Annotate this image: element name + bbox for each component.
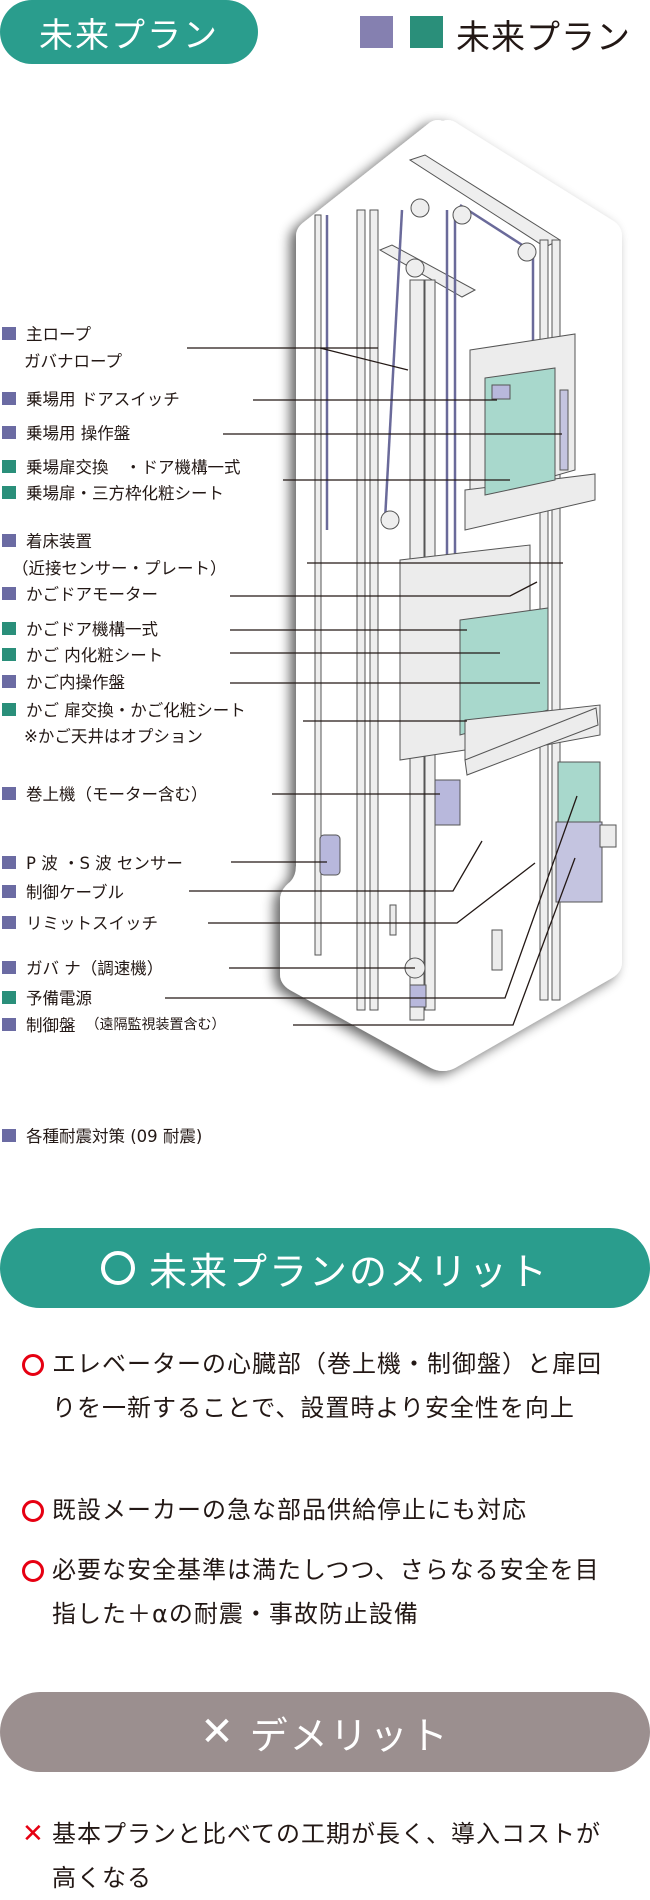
component-label: （近接センサー・プレート） — [12, 559, 227, 578]
leader-lines — [165, 347, 578, 1026]
component-label: 主ロープ — [0, 322, 91, 344]
plan-title: 未来プラン — [39, 15, 219, 56]
component-label: P 波 ・S 波 センサー — [0, 851, 183, 873]
green-marker-icon — [2, 990, 16, 1004]
elevator-diagram — [165, 120, 622, 1071]
purple-marker-icon — [2, 1128, 16, 1142]
circle-icon — [100, 1251, 135, 1285]
purple-marker-icon — [2, 674, 16, 688]
component-label: ガバナロープ — [24, 352, 123, 371]
component-label: ガバ ナ（調速機） — [0, 956, 163, 978]
purple-marker-icon — [2, 586, 16, 600]
cross-icon: ✕ — [22, 1819, 45, 1849]
purple-marker-icon — [2, 326, 16, 340]
component-label: かごドア機構一式 — [0, 617, 158, 639]
merit-header: 未来プランのメリット — [0, 1228, 650, 1308]
plan-title-pill: 未来プラン — [0, 0, 258, 64]
green-marker-icon — [2, 702, 16, 716]
component-label: 乗場用 操作盤 — [0, 421, 130, 443]
component-label: 乗場扉・三方枠化粧シート — [0, 481, 224, 503]
component-label: かご 扉交換・かご化粧シート — [0, 698, 246, 720]
component-label: かご 内化粧シート — [0, 643, 163, 665]
circle-icon — [22, 1500, 44, 1522]
purple-marker-icon — [2, 1017, 16, 1031]
green-marker-icon — [2, 485, 16, 499]
green-marker-icon — [2, 459, 16, 473]
legend-purple-square — [360, 16, 393, 48]
purple-marker-icon — [2, 533, 16, 547]
demerit-header: ✕ デメリット — [0, 1692, 650, 1772]
circle-icon — [22, 1560, 44, 1582]
purple-marker-icon — [2, 786, 16, 800]
merit-item: 必要な安全基準は満たしつつ、さらなる安全を目指した＋αの耐震・事故防止設備 — [22, 1548, 612, 1636]
merit-item: エレベーターの心臓部（巻上機・制御盤）と扉回りを一新することで、設置時より安全性… — [22, 1342, 612, 1430]
component-label: リミットスイッチ — [0, 911, 158, 933]
green-marker-icon — [2, 647, 16, 661]
circle-icon — [22, 1354, 44, 1376]
purple-marker-icon — [2, 884, 16, 898]
cross-icon: ✕ — [200, 1709, 236, 1755]
component-label: 巻上機（モーター含む） — [0, 782, 208, 804]
legend-green-square — [410, 16, 443, 48]
legend-label: 未来プラン — [456, 18, 631, 58]
merit-title: 未来プランのメリット — [148, 1249, 549, 1294]
purple-marker-icon — [2, 915, 16, 929]
green-marker-icon — [2, 621, 16, 635]
component-label: 制御ケーブル — [0, 880, 124, 902]
component-label: ※かご天井はオプション — [24, 727, 203, 746]
purple-marker-icon — [2, 425, 16, 439]
component-label: 予備電源 — [0, 986, 92, 1008]
component-label: 乗場用 ドアスイッチ — [0, 387, 180, 409]
purple-marker-icon — [2, 391, 16, 405]
component-label: 制御盤（遠隔監視装置含む） — [0, 1013, 226, 1035]
component-label: 乗場扉交換 ・ドア機構一式 — [0, 455, 241, 477]
demerit-title: デメリット — [249, 1713, 450, 1758]
merit-item: 既設メーカーの急な部品供給停止にも対応 — [22, 1488, 612, 1532]
purple-marker-icon — [2, 855, 16, 869]
demerit-item: ✕基本プランと比べての工期が長く、導入コストが高くなる — [22, 1812, 612, 1900]
purple-marker-icon — [2, 960, 16, 974]
component-label: かご内操作盤 — [0, 670, 125, 692]
component-label: かごドアモーター — [0, 582, 158, 604]
component-label: 各種耐震対策 (09 耐震) — [0, 1124, 202, 1146]
component-label: 着床装置 — [0, 529, 92, 551]
